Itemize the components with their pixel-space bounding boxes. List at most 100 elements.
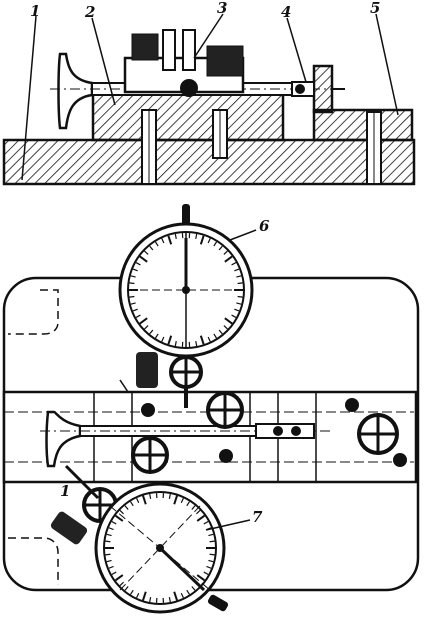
dial-tick	[129, 282, 135, 285]
dial-tick	[206, 565, 212, 569]
dial-tick	[191, 505, 196, 510]
knurled-knob-left	[50, 511, 88, 545]
dial-tick	[136, 592, 140, 599]
clamp-ball	[180, 79, 198, 97]
dial-tick	[168, 597, 171, 603]
dial-tick	[207, 336, 211, 342]
dial-tick	[196, 574, 206, 582]
pin-dot	[219, 449, 233, 463]
dial-tick	[161, 238, 165, 244]
dial-tick	[208, 559, 214, 563]
label-5: 5	[370, 0, 380, 17]
dial-tick	[135, 262, 141, 266]
dial-tick	[213, 333, 218, 339]
clamp-jaw-left	[162, 29, 176, 71]
dial-tick	[186, 589, 190, 595]
dial-tick	[199, 235, 205, 245]
label-4: 4	[281, 3, 291, 21]
dial-tick	[130, 275, 136, 278]
dial-tick	[108, 565, 114, 569]
dial-tick	[223, 325, 228, 330]
plan-view: 6 7 1	[2, 204, 420, 614]
dial-tick	[139, 255, 148, 263]
dial-tick	[105, 553, 111, 556]
dial-tick	[130, 302, 136, 305]
dial-tick	[191, 586, 196, 591]
pin-dot	[141, 403, 155, 417]
dial-tick	[149, 493, 152, 499]
dial-tick	[135, 314, 141, 318]
dial-tick	[130, 589, 134, 595]
knurled-knob-top	[136, 352, 158, 388]
fastener-1	[131, 436, 169, 474]
dial-indicator-7	[94, 482, 251, 614]
dial-tick	[196, 514, 206, 522]
dial-tick	[161, 336, 165, 342]
dial-tick	[231, 314, 237, 318]
dial-tick	[174, 233, 177, 240]
dial-tick	[142, 495, 147, 505]
label-1: 1	[30, 2, 40, 20]
pin-dot	[345, 398, 359, 412]
dial-tick	[111, 520, 117, 525]
dial-tick	[167, 235, 173, 245]
label-7: 7	[252, 508, 263, 526]
plan-valve-head	[45, 410, 82, 468]
dial-tick	[237, 282, 243, 285]
dial-tick	[149, 245, 154, 251]
label-2: 2	[84, 3, 95, 21]
dial-tick	[144, 250, 149, 255]
fastener-3	[357, 413, 399, 455]
dial-tick	[174, 340, 177, 347]
dial-tick	[129, 295, 135, 298]
dial-tick	[124, 505, 129, 510]
section-view: 1 2 3 4 5	[2, 0, 416, 186]
pin-dot	[393, 453, 407, 467]
fastener-4	[169, 355, 203, 389]
clamp-screw-cap	[131, 33, 159, 61]
dial-tick	[218, 245, 223, 251]
dial-tick	[196, 509, 201, 515]
dial-tick	[237, 295, 243, 298]
plan-adjust-screw	[255, 423, 315, 439]
support-block-2	[91, 90, 285, 142]
dial-tick	[203, 571, 209, 576]
base-plate	[2, 138, 416, 186]
dial-tick	[195, 340, 198, 347]
dial-tick	[108, 527, 114, 531]
dial-tick	[124, 586, 129, 591]
clamp-knurl-right	[206, 45, 244, 77]
dial-tick	[173, 495, 178, 505]
valve-head	[57, 52, 94, 130]
dial-tick	[106, 559, 112, 563]
dial-tick	[213, 241, 218, 247]
dial-tick	[154, 333, 159, 339]
dial-tick	[154, 241, 159, 247]
dial-tick	[149, 329, 154, 335]
dial-tick	[139, 317, 148, 325]
dial-tick	[209, 553, 215, 556]
dial-tick	[111, 571, 117, 576]
dial-tick	[173, 591, 178, 601]
dial-tick	[218, 329, 223, 335]
dial-tick	[119, 581, 124, 587]
dial-tick	[142, 591, 147, 601]
dial-tick	[114, 574, 124, 582]
dial-tick	[224, 255, 233, 263]
label-3: 3	[217, 0, 227, 17]
dial-tick	[223, 250, 228, 255]
dial-tick	[180, 592, 184, 599]
dial-tick	[236, 302, 242, 305]
right-block	[312, 108, 414, 142]
clamp-jaw-right	[182, 29, 196, 71]
dial-tick	[168, 493, 171, 499]
dial-tick	[105, 540, 111, 543]
dial-tick	[180, 497, 184, 504]
dial-tick	[186, 501, 190, 507]
dial-tick	[231, 262, 237, 266]
dial-tick	[136, 497, 140, 504]
dial-tick	[203, 520, 209, 525]
label-6: 6	[259, 217, 270, 235]
dial-tick	[132, 308, 138, 312]
dial-indicator-6	[118, 204, 257, 358]
